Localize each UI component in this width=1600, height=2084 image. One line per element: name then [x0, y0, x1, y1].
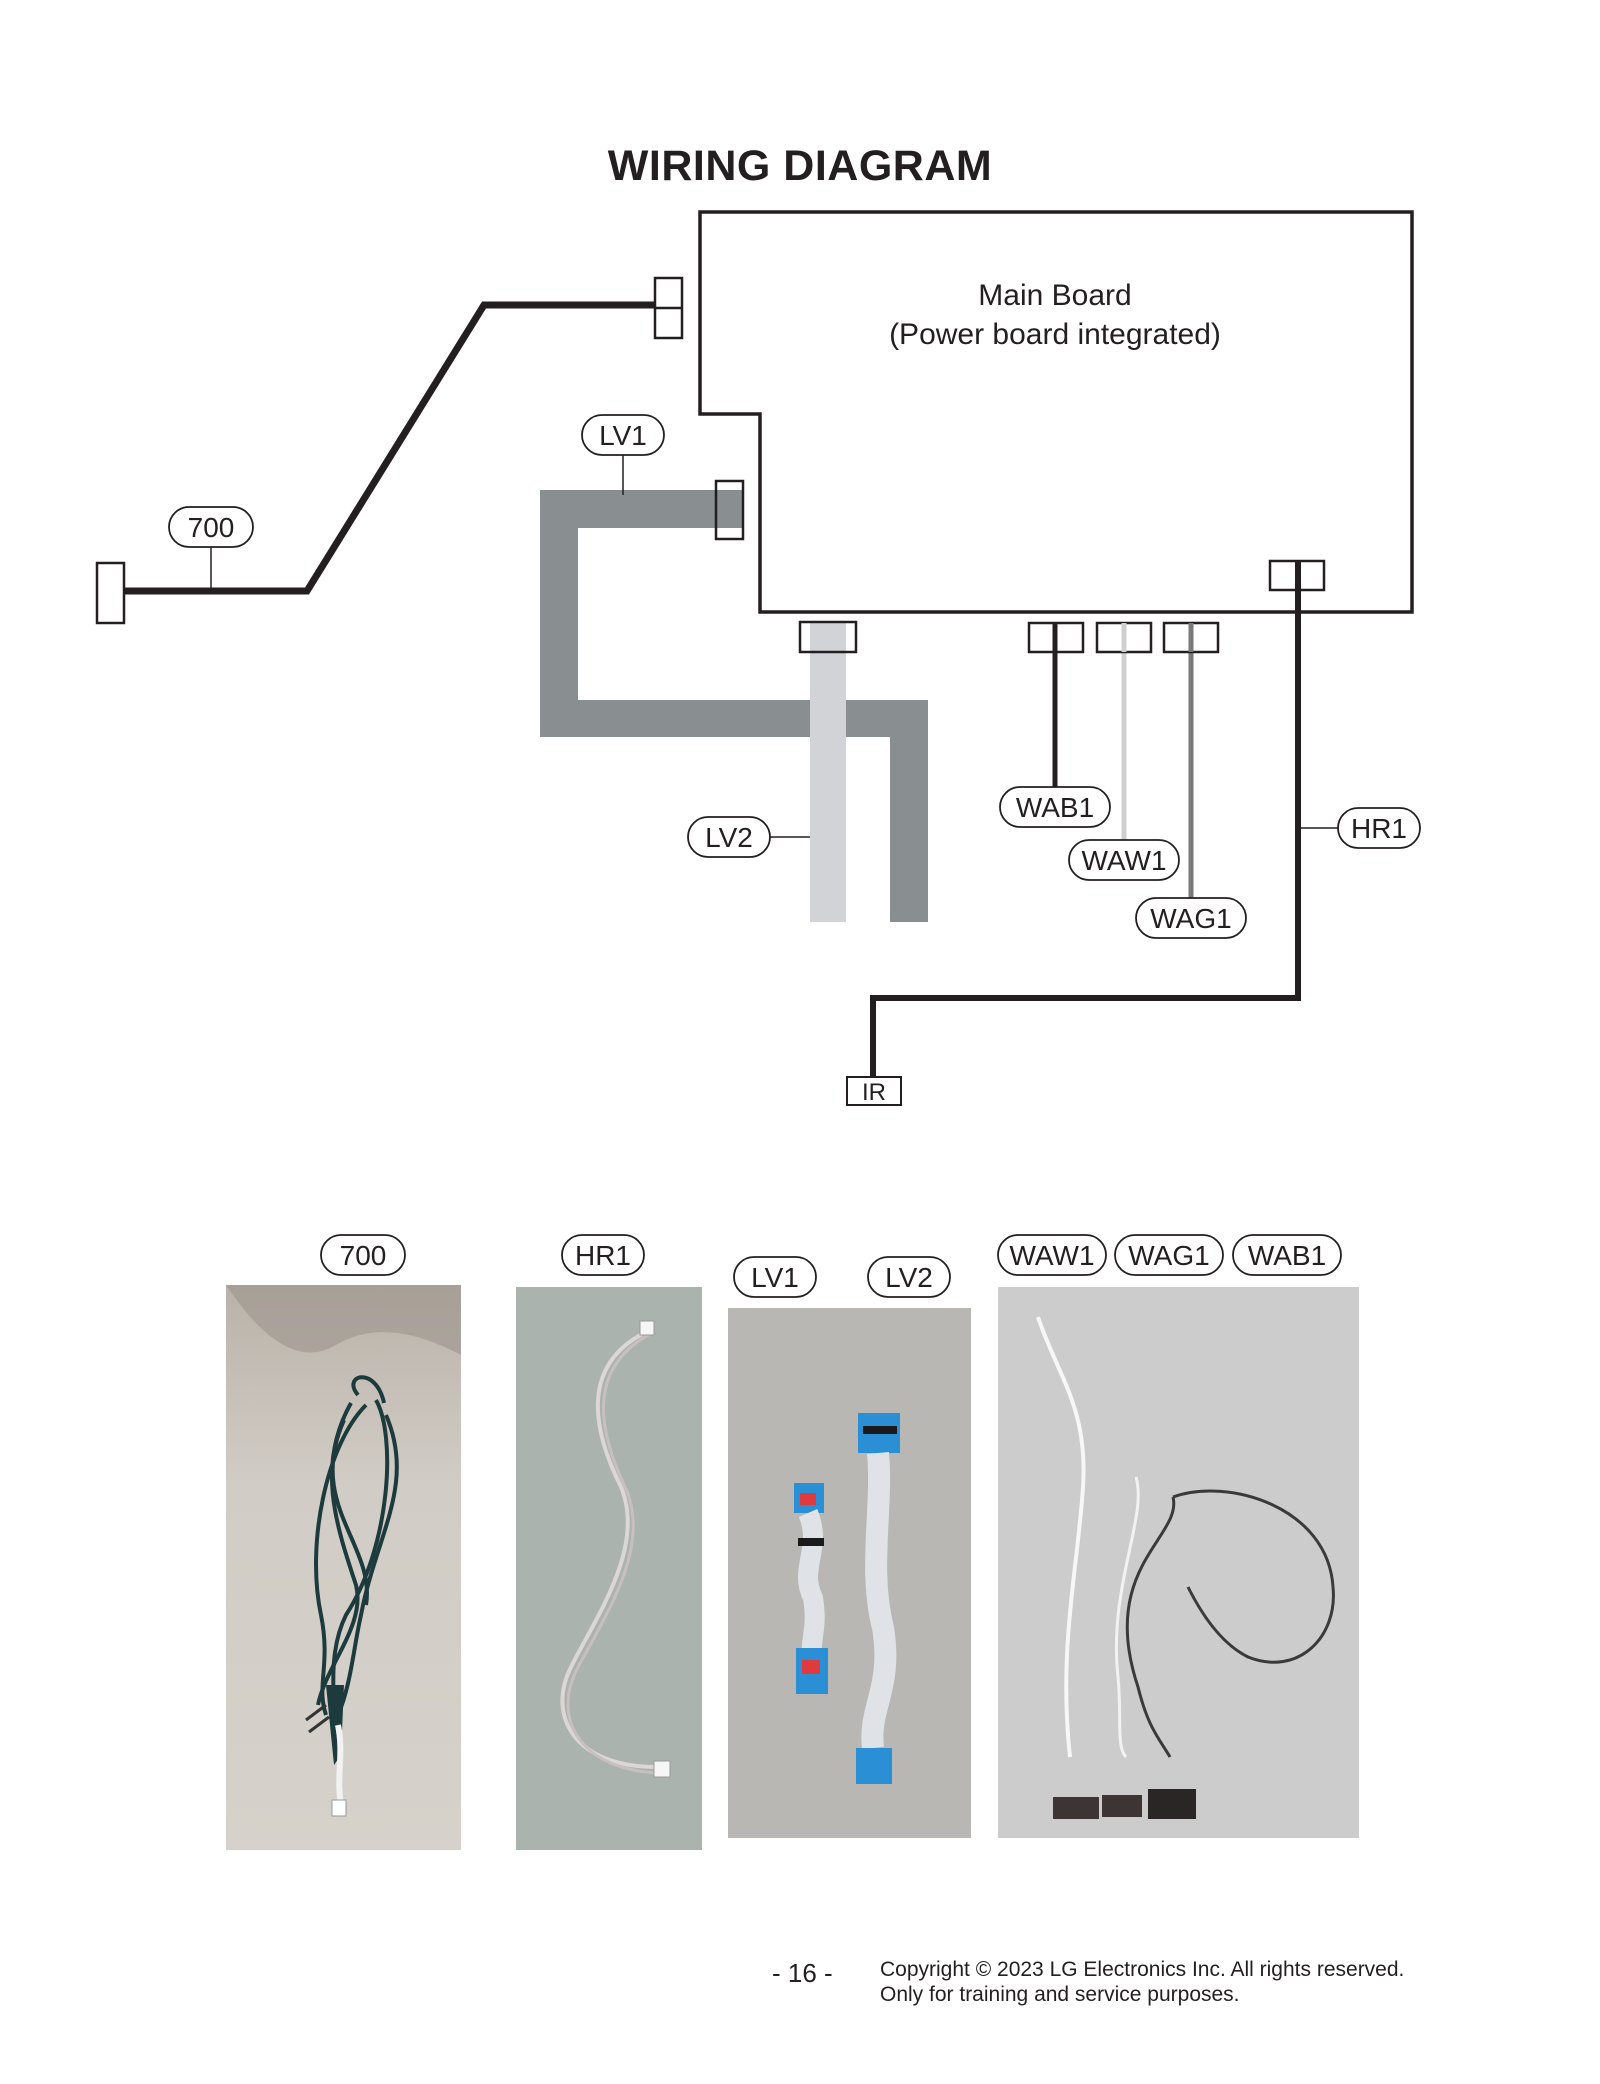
connector-lv1-board [714, 479, 745, 541]
photo-label-wab1: WAB1 [1248, 1240, 1326, 1271]
copyright-notice: Copyright © 2023 LG Electronics Inc. All… [880, 1957, 1404, 2007]
connector-lv2-board [798, 620, 858, 654]
connector-700-plug [95, 561, 126, 625]
wire-hr1 [870, 575, 1301, 1077]
callout-700 [168, 506, 254, 548]
callout-lv2 [687, 816, 771, 858]
label-ir: IR [862, 1079, 886, 1106]
label-wag1: WAG1 [1150, 903, 1231, 934]
photo-700-power-cord [226, 1285, 461, 1850]
wire-700 [124, 301, 655, 595]
photo-hr1-cable [516, 1287, 702, 1850]
connector-ir [846, 1076, 902, 1106]
photo-label-lv2: LV2 [885, 1262, 933, 1293]
label-waw1: WAW1 [1081, 845, 1166, 876]
photo-label-lv1: LV1 [751, 1262, 799, 1293]
callout-wag1 [1135, 897, 1247, 939]
label-700: 700 [188, 512, 235, 543]
photo-wa-wires [998, 1287, 1359, 1838]
callout-lv1 [581, 414, 665, 456]
wiring-diagram: Main Board (Power board integrated) 700 … [95, 210, 1421, 1106]
label-lv1: LV1 [599, 420, 647, 451]
cable-lv1 [540, 490, 928, 922]
page-number: - 16 - [772, 1958, 833, 1988]
main-board-subtitle: (Power board integrated) [889, 318, 1221, 351]
label-wab1: WAB1 [1016, 792, 1094, 823]
label-hr1: HR1 [1351, 813, 1407, 844]
photo-labels: 700 HR1 LV1 LV2 WAW1 WAG1 WAB1 [320, 1234, 1342, 1298]
callout-hr1 [1337, 807, 1421, 849]
cable-lv2 [810, 622, 846, 922]
photo-label-wag1: WAG1 [1128, 1240, 1209, 1271]
copyright-line-2: Only for training and service purposes. [880, 1983, 1240, 2006]
callout-wab1 [999, 786, 1111, 828]
main-board-title: Main Board [978, 279, 1131, 312]
label-lv2: LV2 [705, 822, 753, 853]
photo-lv-cables [728, 1308, 971, 1838]
main-board-outline [698, 210, 1414, 614]
photo-label-waw1: WAW1 [1009, 1240, 1094, 1271]
callout-waw1 [1068, 839, 1180, 881]
copyright-line-1: Copyright © 2023 LG Electronics Inc. All… [880, 1958, 1405, 1981]
photo-label-700: 700 [340, 1240, 387, 1271]
page-title: WIRING DIAGRAM [607, 142, 993, 190]
photo-label-hr1: HR1 [575, 1240, 631, 1271]
